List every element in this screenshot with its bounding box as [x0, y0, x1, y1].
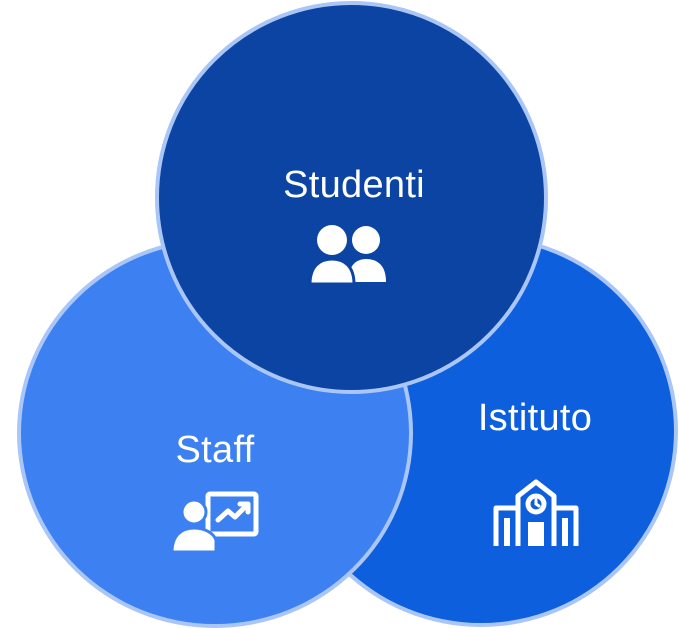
studenti-label: Studenti — [283, 164, 425, 206]
studenti-circle — [155, 1, 548, 394]
people-icon — [308, 225, 386, 286]
school-building-icon — [493, 479, 579, 546]
staff-label: Staff — [175, 429, 255, 471]
presentation-chart-icon — [170, 491, 259, 554]
istituto-label: Istituto — [477, 397, 593, 439]
